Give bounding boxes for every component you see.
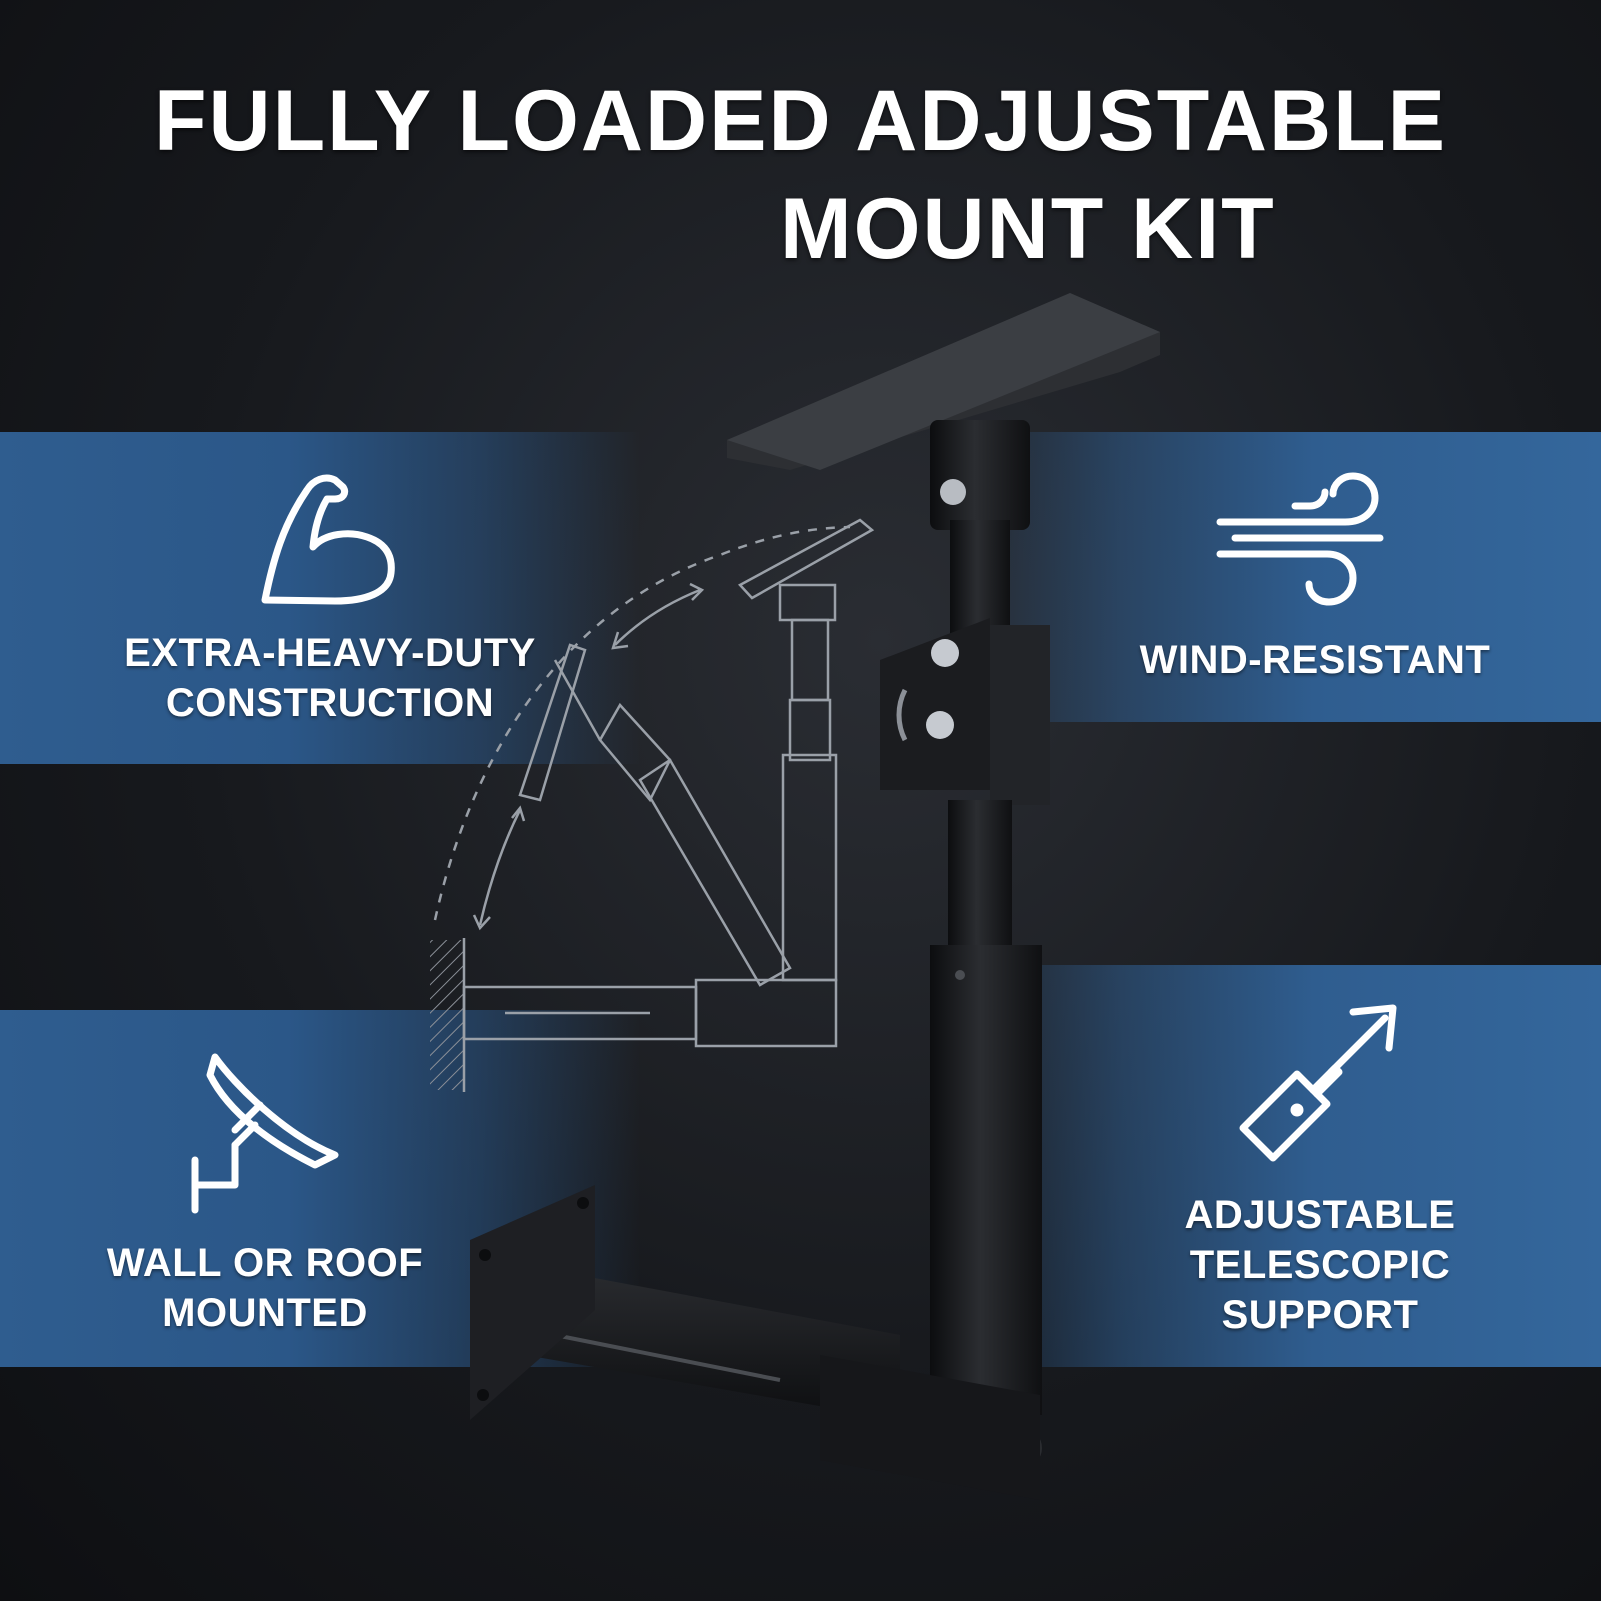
page-title-line-1: FULLY LOADED ADJUSTABLE [153, 73, 1448, 169]
feature-line: ADJUSTABLE [1184, 1193, 1456, 1237]
flexed-arm-icon [255, 465, 405, 615]
feature-label-heavy-duty: EXTRA-HEAVY-DUTY CONSTRUCTION [50, 628, 610, 728]
feature-line: SUPPORT [1221, 1293, 1419, 1337]
feature-line: CONSTRUCTION [165, 681, 495, 725]
feature-line: WIND-RESISTANT [1139, 638, 1491, 682]
wind-icon [1215, 470, 1400, 610]
feature-line: WALL OR ROOF [106, 1241, 424, 1285]
satellite-dish-icon [175, 1045, 350, 1215]
page-title-line-2: MOUNT KIT [780, 181, 1276, 277]
feature-line: TELESCOPIC [1189, 1243, 1451, 1287]
feature-label-telescopic: ADJUSTABLE TELESCOPIC SUPPORT [1070, 1190, 1570, 1340]
feature-band-telescopic [961, 965, 1601, 1367]
range-of-motion-diagram [430, 518, 875, 1092]
feature-label-mounting: WALL OR ROOF MOUNTED [40, 1238, 490, 1338]
mount-bracket [470, 293, 1160, 1500]
feature-label-wind: WIND-RESISTANT [1070, 635, 1560, 685]
feature-line: EXTRA-HEAVY-DUTY [124, 631, 536, 675]
feature-line: MOUNTED [162, 1291, 368, 1335]
telescopic-arrow-icon [1235, 1000, 1405, 1170]
feature-band-wind [961, 432, 1601, 722]
